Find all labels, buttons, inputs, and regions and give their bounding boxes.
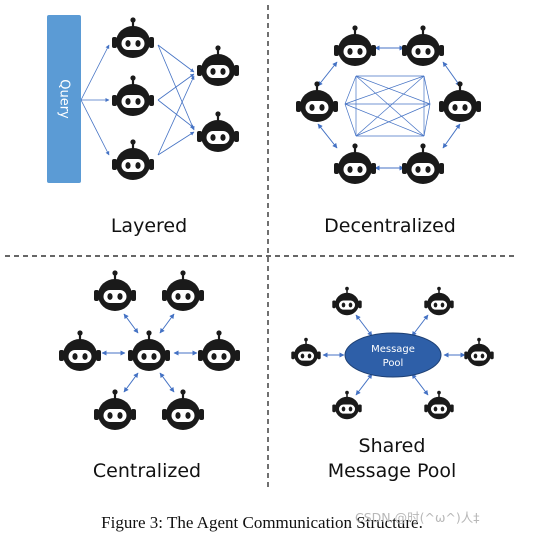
robot-agent-icon [332, 142, 378, 186]
robot-agent-icon [126, 329, 172, 373]
decentralized-title: Decentralized [324, 215, 456, 237]
robot-agent-icon [110, 16, 156, 60]
message-pool [344, 332, 442, 378]
shared-pool-panel: Message Pool Shared Message Pool [290, 286, 495, 482]
robot-agent-icon [332, 24, 378, 68]
decentralized-mesh [344, 75, 431, 137]
robot-agent-icon [57, 329, 103, 373]
robot-agent-icon [195, 44, 241, 88]
robot-agent-icon [110, 74, 156, 118]
quadrant-dividers [5, 5, 516, 488]
shared-pool-arrows [322, 314, 466, 396]
figure-caption: Figure 3: The Agent Communication Struct… [101, 513, 423, 532]
robot-agent-icon [160, 269, 206, 313]
robot-agent-icon [160, 388, 206, 432]
robot-agent-icon [290, 337, 322, 367]
robot-agent-icon [400, 142, 446, 186]
robot-agent-icon [196, 329, 242, 373]
layered-title: Layered [111, 215, 187, 237]
shared-title-line1: Shared [359, 435, 426, 457]
robot-agent-icon [423, 390, 455, 420]
robot-agent-icon [294, 80, 340, 124]
centralized-title: Centralized [93, 460, 201, 482]
message-pool-label-line1: Message [371, 344, 415, 355]
robot-agent-icon [110, 138, 156, 182]
decentralized-ring-arrows [317, 45, 461, 171]
message-pool-label-line2: Pool [383, 358, 404, 369]
watermark: CSDN @时(^ω^)人‡ [355, 510, 480, 525]
query-label: Query [57, 79, 72, 119]
layered-panel: Query Layered [47, 15, 241, 237]
robot-agent-icon [400, 24, 446, 68]
robot-agent-icon [331, 390, 363, 420]
shared-title-line2: Message Pool [328, 460, 457, 482]
centralized-arrows [101, 313, 198, 393]
robot-agent-icon [437, 80, 483, 124]
centralized-panel: Centralized [57, 269, 242, 482]
layered-arrows [80, 44, 195, 156]
robot-agent-icon [423, 286, 455, 316]
robot-agent-icon [463, 337, 495, 367]
query-box [47, 15, 81, 183]
robot-agent-icon [92, 269, 138, 313]
robot-agent-icon [331, 286, 363, 316]
robot-agent-icon [92, 388, 138, 432]
decentralized-panel: Decentralized [294, 24, 483, 237]
robot-agent-icon [195, 110, 241, 154]
